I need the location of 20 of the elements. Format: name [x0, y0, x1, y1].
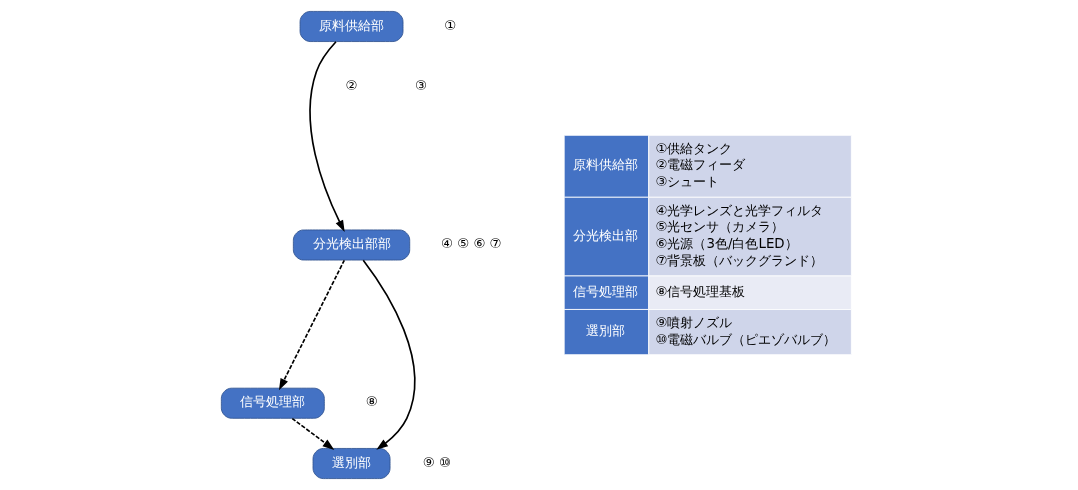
label: 選別部 [585, 323, 625, 339]
label: ②電磁フィーダ [654, 157, 745, 173]
label: 原料供給部 [572, 157, 638, 173]
node-label: ① [443, 17, 456, 33]
label: ⑦背景板（バックグランド） [654, 252, 823, 268]
label: ⑩電磁バルブ（ピエゾバルブ） [654, 331, 836, 347]
label: ③シュート [654, 174, 719, 190]
label: ⑥光源（3色/白色LED） [654, 236, 798, 252]
label: ①供給タンク [654, 140, 732, 156]
label: ④光学レンズと光学フィルタ [654, 202, 823, 218]
label: ⑤光センサ（カメラ） [654, 219, 784, 235]
label: ⑨噴射ノズル [654, 314, 732, 330]
node-label: ⑨ ⑩ [422, 454, 451, 470]
node-label: ④ ⑤ ⑥ ⑦ [440, 236, 502, 252]
label: 信号処理部 [572, 283, 638, 299]
label: ⑧信号処理基板 [654, 283, 745, 299]
label: ② [345, 77, 358, 93]
label: 分光検出部 [572, 227, 638, 243]
node-label: ⑧ [365, 394, 378, 410]
label: ③ [414, 77, 427, 93]
